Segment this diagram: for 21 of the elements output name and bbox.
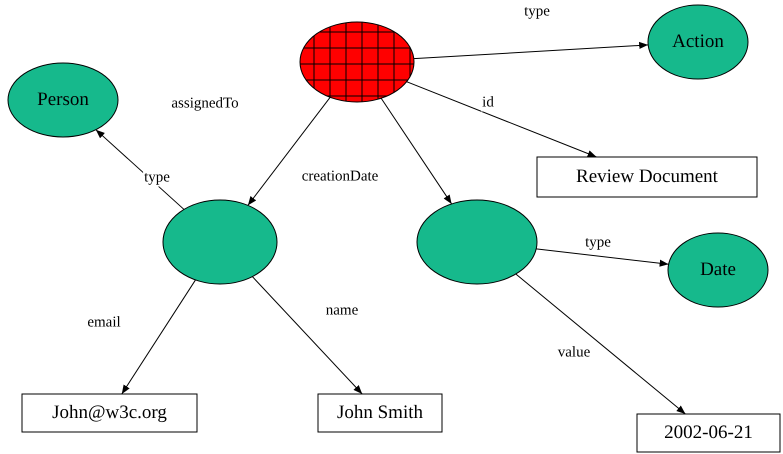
arrow	[536, 248, 670, 267]
class-ellipse: Action	[648, 5, 748, 79]
arrow	[413, 42, 649, 60]
literal-box: Review Document	[537, 157, 757, 197]
arrow	[515, 274, 686, 414]
class-ellipse: Date	[668, 233, 768, 307]
blank-node	[417, 200, 537, 284]
resource-node	[300, 22, 414, 102]
arrow	[252, 276, 363, 394]
class-ellipse: Person	[8, 63, 118, 137]
arrow	[406, 81, 598, 158]
edge-label: id	[481, 94, 495, 112]
arrow	[121, 279, 196, 394]
literal-box: John Smith	[318, 394, 442, 432]
edge-label: type	[143, 170, 171, 186]
arrow	[247, 96, 331, 206]
literal-box: John@w3c.org	[22, 394, 197, 432]
blank-node	[163, 200, 277, 284]
literal-box: 2002-06-21	[637, 414, 780, 452]
edge-label: assignedTo	[170, 96, 240, 112]
arrow	[380, 98, 452, 204]
